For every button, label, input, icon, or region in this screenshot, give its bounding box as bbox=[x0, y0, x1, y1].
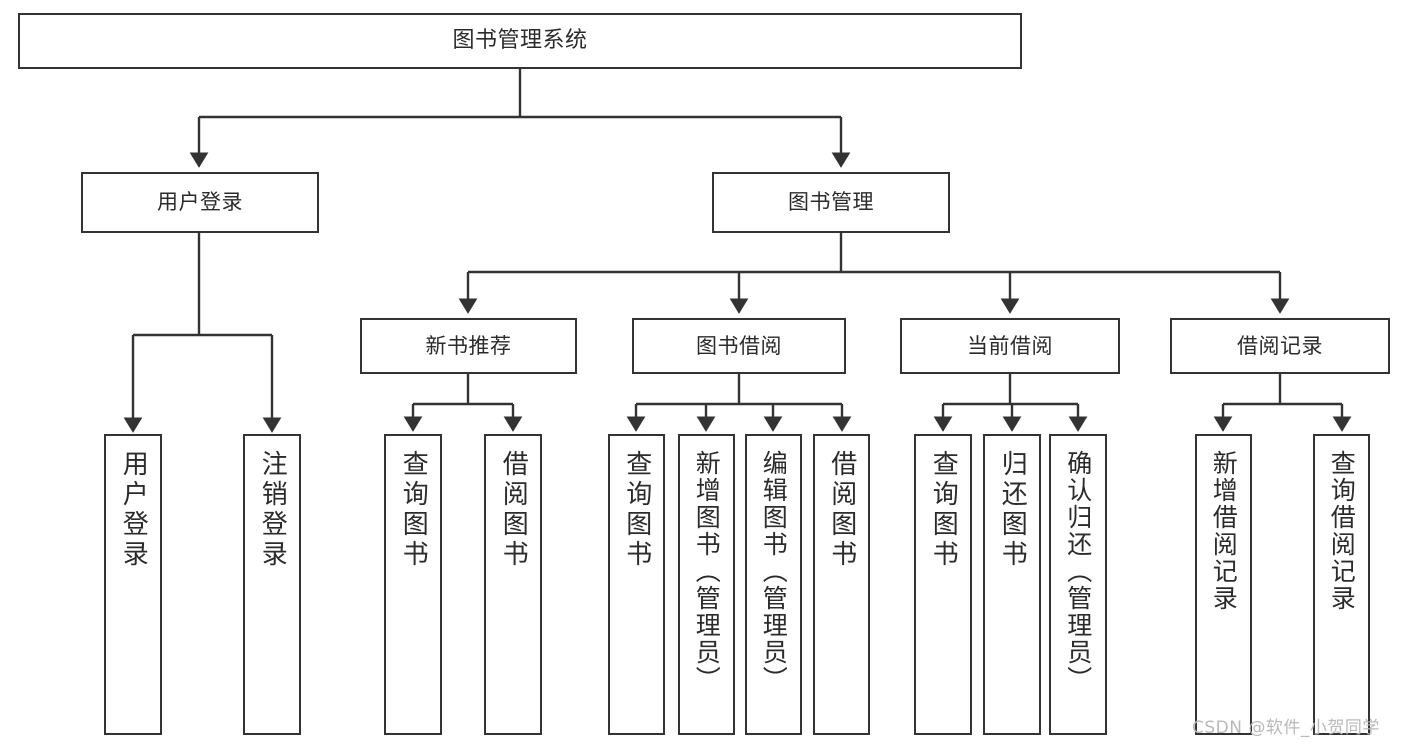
node-label: 借阅图书 bbox=[498, 450, 529, 570]
node-label: 用户登录 bbox=[118, 450, 149, 570]
node-label: 查询图书 bbox=[928, 450, 959, 570]
node-root-system[interactable]: 图书管理系统 bbox=[18, 13, 1022, 69]
node-label: 图书管理 bbox=[788, 190, 874, 215]
node-book-borrow[interactable]: 图书借阅 bbox=[632, 318, 846, 374]
leaf-borrow-borrow-book[interactable]: 借阅图书 bbox=[813, 434, 870, 735]
leaf-borrow-edit-book-admin[interactable]: 编辑图书（管理员） bbox=[745, 434, 802, 735]
node-label: 借阅图书 bbox=[826, 450, 857, 570]
leaf-borrow-add-book-admin[interactable]: 新增图书（管理员） bbox=[678, 434, 735, 735]
leaf-current-query-book[interactable]: 查询图书 bbox=[914, 434, 972, 735]
node-label: 查询借阅记录 bbox=[1327, 450, 1357, 612]
leaf-current-return-book[interactable]: 归还图书 bbox=[983, 434, 1041, 735]
node-label: 新增借阅记录 bbox=[1209, 450, 1239, 612]
leaf-borrow-query-book[interactable]: 查询图书 bbox=[608, 434, 665, 735]
leaf-new-book-query[interactable]: 查询图书 bbox=[384, 434, 442, 735]
node-label: 图书管理系统 bbox=[452, 28, 588, 54]
leaf-user-login-signin[interactable]: 用户登录 bbox=[104, 434, 162, 735]
csdn-watermark: CSDN @软件_小贺同学 bbox=[1192, 718, 1380, 738]
node-label: 新书推荐 bbox=[425, 333, 512, 358]
leaf-user-login-signout[interactable]: 注销登录 bbox=[243, 434, 301, 735]
node-current-borrow[interactable]: 当前借阅 bbox=[900, 318, 1120, 374]
node-new-book-recommend[interactable]: 新书推荐 bbox=[360, 318, 577, 374]
leaf-records-query-record[interactable]: 查询借阅记录 bbox=[1313, 434, 1370, 735]
leaf-current-confirm-return-admin[interactable]: 确认归还（管理员） bbox=[1049, 434, 1107, 735]
node-book-management[interactable]: 图书管理 bbox=[712, 172, 950, 233]
node-label: 确认归还（管理员） bbox=[1063, 450, 1093, 693]
node-label: 借阅记录 bbox=[1237, 333, 1323, 358]
node-borrow-records[interactable]: 借阅记录 bbox=[1170, 318, 1390, 374]
node-label: 用户登录 bbox=[157, 190, 243, 215]
node-label: 图书借阅 bbox=[696, 333, 782, 358]
node-label: 查询图书 bbox=[621, 450, 652, 570]
node-label: 归还图书 bbox=[997, 450, 1028, 570]
leaf-records-add-record[interactable]: 新增借阅记录 bbox=[1195, 434, 1252, 735]
node-label: 新增图书（管理员） bbox=[692, 450, 722, 693]
node-label: 编辑图书（管理员） bbox=[759, 450, 789, 693]
node-user-login[interactable]: 用户登录 bbox=[81, 172, 319, 233]
leaf-new-book-borrow[interactable]: 借阅图书 bbox=[484, 434, 542, 735]
node-label: 当前借阅 bbox=[967, 333, 1053, 358]
node-label: 查询图书 bbox=[398, 450, 429, 570]
node-label: 注销登录 bbox=[257, 450, 288, 570]
